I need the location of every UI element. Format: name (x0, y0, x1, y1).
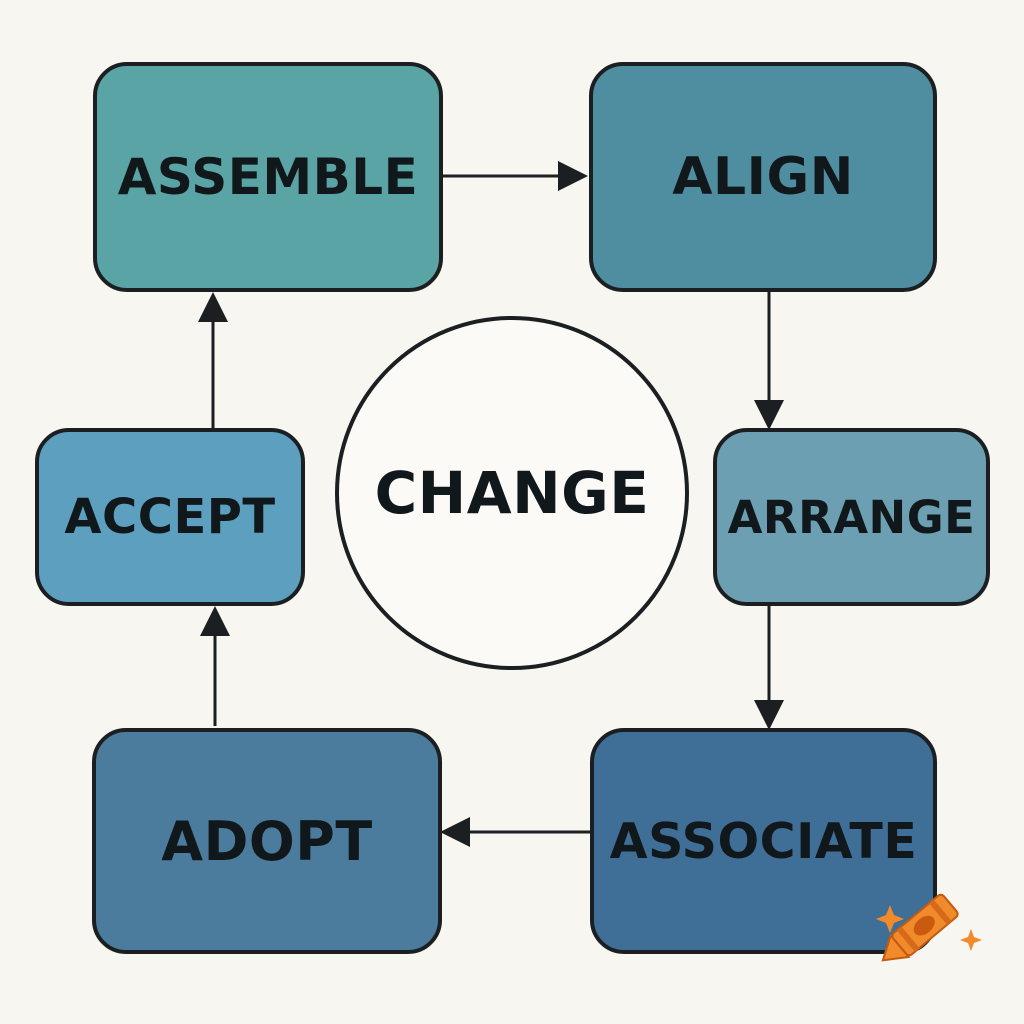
node-adopt: ADOPT (92, 728, 442, 954)
node-label: ARRANGE (727, 490, 976, 544)
node-label: ASSOCIATE (609, 812, 918, 870)
node-arrange: ARRANGE (713, 428, 990, 606)
node-align: ALIGN (589, 62, 937, 292)
crayon-icon (876, 893, 982, 962)
node-assemble: ASSEMBLE (93, 62, 443, 292)
node-accept: ACCEPT (35, 428, 305, 606)
node-label: ADOPT (161, 809, 373, 873)
node-label: ACCEPT (64, 489, 276, 545)
center-label: CHANGE (374, 459, 650, 527)
center-circle: CHANGE (335, 316, 689, 670)
node-associate: ASSOCIATE (590, 728, 937, 954)
node-label: ALIGN (672, 147, 854, 207)
node-label: ASSEMBLE (117, 148, 419, 206)
